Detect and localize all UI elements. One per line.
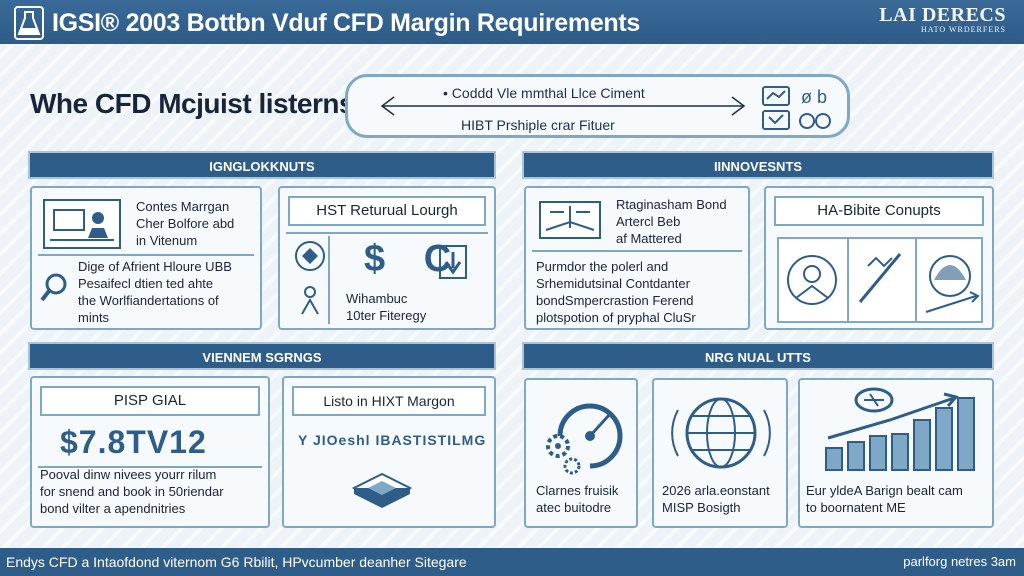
section-top-right: IINNOVESNTS	[522, 151, 994, 179]
toolbar-icons: ø b	[762, 86, 831, 130]
divider	[328, 236, 330, 324]
footer-text: Endys CFD a Intaofdond viternom G6 Rbili…	[6, 554, 467, 570]
hero-title: Whe CFD Mcjuist listerns	[30, 88, 355, 119]
bond-text-1: Rtaginasham Bond Artercl Beb af Mattered	[616, 196, 727, 247]
text-line: 10ter Fiteregy	[346, 308, 427, 323]
currency-symbols: $ C	[364, 238, 466, 280]
svg-text:ø b: ø b	[801, 87, 827, 107]
psp-text: Pooval dinw nivees yourr rilum for snend…	[40, 466, 224, 517]
flask-logo-icon	[14, 6, 44, 40]
footer-bar: Endys CFD a Intaofdond viternom G6 Rbili…	[0, 548, 1024, 576]
device-icon	[351, 472, 413, 508]
concepts-illustration	[777, 237, 983, 323]
text-line: Clarnes fruisik	[536, 483, 619, 498]
text-line: Cher Bolfore abd	[136, 216, 235, 231]
magnifier-icon	[40, 273, 67, 302]
gear-gauge-icon	[546, 403, 623, 475]
bond-card: Rtaginasham Bond Artercl Beb af Mattered…	[524, 186, 750, 330]
down-arrow-icon	[439, 245, 467, 279]
globe-text: 2026 arla.eonstant MISP Bosigth	[662, 482, 770, 516]
text-line: bond vilter a apendnitries	[40, 501, 186, 516]
text-line: MISP Bosigth	[662, 500, 741, 515]
text-line: Wihambuc	[346, 291, 408, 306]
text-line: Pesaifecl dtien ted ahte	[78, 276, 214, 291]
globe-icon	[671, 397, 771, 469]
returnal-card-title: HST Returual Lourgh	[288, 196, 486, 226]
brand-subtitle: HATO WRDERFERS	[920, 25, 1006, 34]
growth-card: Eur yldeA Barign bealt cam to boornatent…	[798, 378, 994, 528]
listing-card-title: Listo in HIXT Margon	[292, 386, 486, 416]
text-line: mints	[78, 310, 110, 325]
text-line: Pooval dinw nivees yourr rilum	[40, 467, 217, 482]
text-line: the Worlfiandertations of	[78, 293, 219, 308]
margin-info-text-2: Dige of Afrient Hloure UBB Pesaifecl dti…	[78, 258, 232, 326]
page-title: IGSI® 2003 Bottbn Vduf CFD Margin Requir…	[52, 9, 641, 37]
divider	[532, 250, 742, 252]
hero-line-1: • Coddd Vle mmthal Llce Ciment	[443, 85, 645, 101]
divider	[38, 466, 262, 468]
text-line: plotspotion of pryphal CluSr	[536, 310, 696, 325]
book-icon	[539, 201, 601, 239]
text-line: Rtaginasham Bond	[616, 197, 727, 212]
psp-card: PISP GIAL $7.8TV12 Pooval dinw nivees yo…	[30, 376, 270, 528]
text-line: Purmdor the polerl and	[536, 259, 669, 274]
section-bottom-left: VIENNEM SGRNGS	[28, 342, 496, 370]
text-line: 2026 arla.eonstant	[662, 483, 770, 498]
desk-illustration-icon	[43, 199, 121, 249]
hero-line-2: HIBT Prshiple crar Fituer	[461, 117, 615, 133]
side-icons	[295, 241, 325, 315]
text-line: to boornatent ME	[806, 500, 906, 515]
growth-text: Eur yldeA Barign bealt cam to boornatent…	[806, 482, 963, 516]
psp-value: $7.8TV12	[60, 424, 207, 460]
text-line: Contes Marrgan	[136, 199, 230, 214]
concepts-card-title: HA-Bibite Conupts	[774, 196, 984, 226]
footer-right-text: parlforg netres 3am	[903, 554, 1016, 569]
brand-name: LAI DERECS	[879, 4, 1006, 26]
listing-code: Y JIOeshl IBASTISTILMG	[298, 432, 487, 448]
header-bar: IGSI® 2003 Bottbn Vduf CFD Margin Requir…	[0, 0, 1024, 44]
text-line: Srhemidutsinal Contdanter	[536, 276, 690, 291]
returnal-card: HST Returual Lourgh $ C Wihambuc 10ter F…	[278, 186, 496, 330]
brand-logo: LAI DERECS HATO WRDERFERS	[879, 4, 1006, 34]
margin-info-card: Contes Marrgan Cher Bolfore abd in Viten…	[30, 186, 262, 330]
divider	[286, 232, 488, 234]
section-bottom-right: NRG NUAL UTTS	[522, 342, 994, 370]
text-line: af Mattered	[616, 231, 682, 246]
text-line: for snend and book in 50riendar	[40, 484, 224, 499]
text-line: Eur yldeA Barign bealt cam	[806, 483, 963, 498]
text-line: bondSmpercrastion Ferend	[536, 293, 694, 308]
divider	[38, 254, 254, 256]
text-line: in Vitenum	[136, 233, 198, 248]
growth-bars-icon	[825, 387, 975, 471]
concepts-card: HA-Bibite Conupts	[764, 186, 994, 330]
gear-text: Clarnes fruisik atec buitodre	[536, 482, 618, 516]
hero-banner: • Coddd Vle mmthal Llce Ciment HIBT Prsh…	[345, 74, 850, 138]
text-line: atec buitodre	[536, 500, 612, 515]
psp-card-title: PISP GIAL	[40, 386, 260, 416]
returnal-text: Wihambuc 10ter Fiteregy	[346, 290, 426, 324]
gear-card: Clarnes fruisik atec buitodre	[524, 378, 638, 528]
double-arrow-icon	[380, 96, 746, 116]
section-top-left: IGNGLOKKNUTS	[28, 151, 496, 179]
margin-info-text-1: Contes Marrgan Cher Bolfore abd in Viten…	[136, 198, 234, 249]
text-line: Artercl Beb	[616, 214, 681, 229]
bond-text-2: Purmdor the polerl and Srhemidutsinal Co…	[536, 258, 696, 326]
globe-card: 2026 arla.eonstant MISP Bosigth	[652, 378, 788, 528]
text-line: Dige of Afrient Hloure UBB	[78, 259, 232, 274]
listing-card: Listo in HIXT Margon Y JIOeshl IBASTISTI…	[282, 376, 496, 528]
